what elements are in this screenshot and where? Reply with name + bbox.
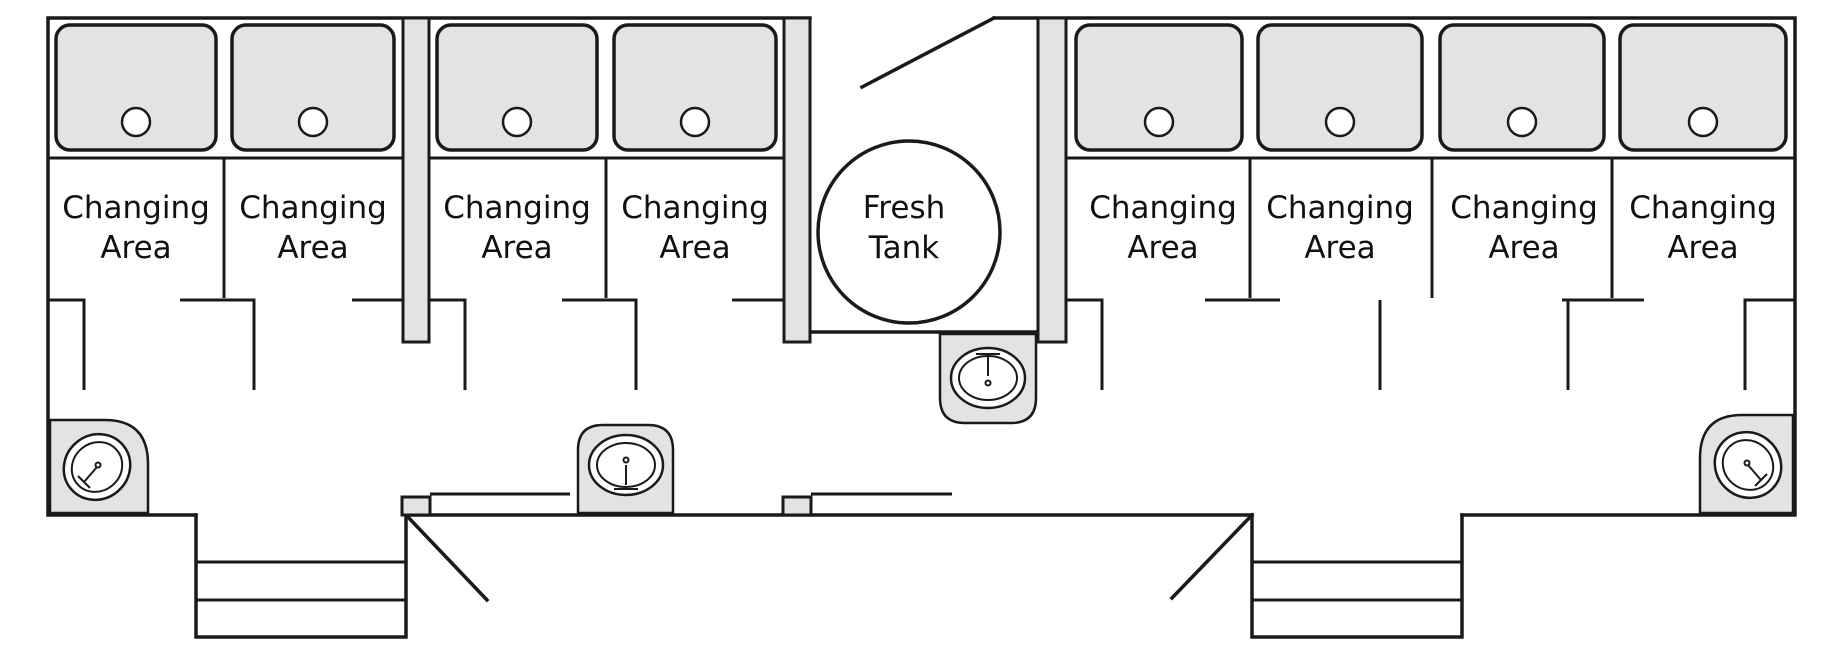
drain-icon (501, 106, 533, 138)
angled-wall (859, 15, 997, 90)
changing-area-label: Changing (621, 190, 769, 226)
entry-steps-right (1250, 513, 1464, 639)
partition-walls (48, 156, 1795, 298)
changing-area-doorways (48, 298, 1795, 390)
wall-pillar (1036, 16, 1068, 344)
right-wing-outline (992, 16, 1797, 517)
drain-icon (297, 106, 329, 138)
shower-stall (54, 23, 218, 152)
changing-area-label: Area (659, 230, 730, 266)
changing-area-label: Area (1667, 230, 1738, 266)
shower-stall (435, 23, 599, 152)
shower-stall (1256, 23, 1424, 152)
wall-pillar (782, 16, 812, 344)
changing-area-labels: Changing Area Changing Area Changing Are… (62, 190, 1777, 266)
changing-area-label: Changing (1450, 190, 1598, 226)
drain-icon (1143, 106, 1175, 138)
shower-stall (612, 23, 778, 152)
step-outline (194, 513, 408, 639)
shower-stall (1618, 23, 1788, 152)
door-threshold (400, 495, 432, 517)
shower-stall (1074, 23, 1244, 152)
sink-right-corner (1698, 413, 1795, 515)
drain-icon (1324, 106, 1356, 138)
entry-door-right (1169, 512, 1255, 601)
step-outline (1250, 513, 1464, 639)
changing-area-label: Area (100, 230, 171, 266)
changing-area-label: Changing (1089, 190, 1237, 226)
sink-left-corner (48, 418, 150, 515)
changing-area-label: Area (1304, 230, 1375, 266)
door-threshold (781, 495, 813, 517)
entry-steps-left (194, 513, 408, 639)
shower-row (54, 23, 1788, 152)
changing-area-label: Changing (1266, 190, 1414, 226)
changing-area-label: Area (481, 230, 552, 266)
shower-stall (230, 23, 396, 152)
changing-area-label: Area (277, 230, 348, 266)
changing-area-label: Changing (1629, 190, 1777, 226)
drain-icon (1687, 106, 1719, 138)
entry-door-left (403, 512, 490, 603)
changing-area-label: Area (1127, 230, 1198, 266)
fresh-tank: Fresh Tank (816, 139, 1002, 325)
changing-area-label: Changing (239, 190, 387, 226)
drain-icon (120, 106, 152, 138)
fresh-tank-label-line1: Fresh (863, 190, 946, 226)
wall-pillar (401, 16, 431, 344)
faucet-icon (1747, 464, 1762, 481)
sink-tank (938, 332, 1038, 425)
drain-icon (1506, 106, 1538, 138)
changing-area-label: Changing (443, 190, 591, 226)
changing-area-label: Changing (62, 190, 210, 226)
drain-icon (679, 106, 711, 138)
fresh-tank-label-line2: Tank (868, 230, 939, 266)
sink-center (576, 423, 675, 515)
changing-area-label: Area (1488, 230, 1559, 266)
shower-stall (1438, 23, 1606, 152)
faucet-icon (83, 466, 98, 483)
